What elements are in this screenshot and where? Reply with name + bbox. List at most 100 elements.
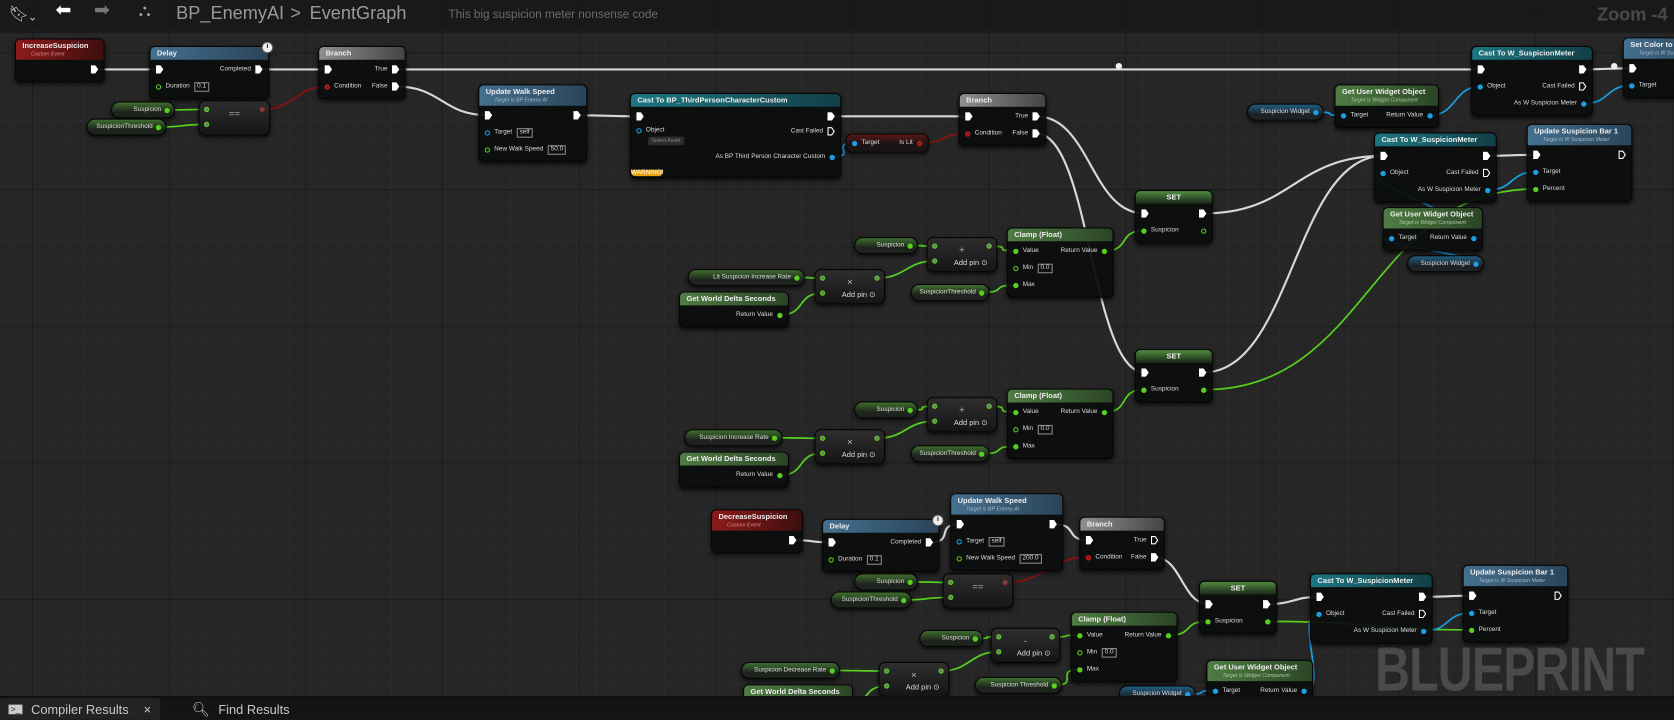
obj-pin[interactable] <box>1469 610 1475 616</box>
exec-pin-icon[interactable] <box>1032 129 1040 138</box>
float-pin[interactable] <box>777 472 783 478</box>
var-suspicion-3[interactable]: Suspicion <box>854 401 919 419</box>
exec-pin-icon[interactable] <box>1199 368 1207 377</box>
float-pin[interactable] <box>956 555 962 562</box>
add-pin-button[interactable]: Add pin ⊙ <box>953 259 988 267</box>
var-widget-2[interactable]: Suspicion Widget <box>1407 255 1484 273</box>
exec-pin-icon[interactable] <box>573 111 581 120</box>
var-suspicion-4[interactable]: Suspicion <box>854 573 919 591</box>
add-1[interactable]: +Add pin ⊙ <box>926 237 998 273</box>
float-pin[interactable] <box>819 450 826 456</box>
exec-pin-icon[interactable] <box>925 538 934 547</box>
exec-pin-icon[interactable] <box>636 112 644 121</box>
float-pin[interactable] <box>932 243 938 249</box>
float-pin[interactable] <box>771 435 778 441</box>
float-pin[interactable] <box>1013 265 1019 271</box>
exec-pin-icon[interactable] <box>255 65 263 74</box>
close-icon[interactable]: × <box>143 701 152 717</box>
float-pin[interactable] <box>948 594 954 600</box>
float-pin[interactable] <box>1201 227 1207 234</box>
float-pin[interactable] <box>948 579 954 586</box>
var-suspicion-1[interactable]: Suspicion <box>111 101 176 119</box>
exec-pin-icon[interactable] <box>1380 151 1388 161</box>
pin-value-input[interactable]: 0.0 <box>1037 263 1053 273</box>
var-suspicion-5[interactable]: Suspicion <box>919 629 984 647</box>
bool-pin[interactable] <box>324 83 330 90</box>
pin-value-input[interactable]: self <box>988 536 1005 547</box>
float-pin[interactable] <box>978 451 985 457</box>
exec-pin-icon[interactable] <box>155 65 164 74</box>
exec-pin-icon[interactable] <box>1205 600 1213 609</box>
float-pin[interactable] <box>972 635 978 642</box>
exec-pin-icon[interactable] <box>828 538 836 547</box>
obj-pin[interactable] <box>1212 688 1219 694</box>
float-pin[interactable] <box>1101 248 1108 254</box>
float-pin[interactable] <box>829 667 835 674</box>
float-pin[interactable] <box>203 106 210 113</box>
float-pin[interactable] <box>155 83 162 90</box>
exec-pin-icon[interactable] <box>1418 609 1427 619</box>
obj-pin[interactable] <box>1313 109 1319 115</box>
obj-pin[interactable] <box>1477 83 1483 90</box>
float-pin[interactable] <box>1141 227 1147 234</box>
multiply-1[interactable]: ×Add pin ⊙ <box>814 269 886 305</box>
pin-value-input[interactable]: 0.1 <box>193 81 210 92</box>
reroute-node[interactable] <box>1611 62 1618 70</box>
exec-pin-icon[interactable] <box>1579 65 1587 74</box>
float-pin[interactable] <box>932 258 938 264</box>
pin-value-input[interactable]: 200.0 <box>1019 553 1042 564</box>
obj-pin[interactable] <box>1533 169 1539 175</box>
float-pin[interactable] <box>978 289 985 296</box>
float-pin[interactable] <box>828 556 834 563</box>
exec-pin-icon[interactable] <box>1477 65 1486 74</box>
obj-pin[interactable] <box>1629 82 1635 89</box>
float-pin[interactable] <box>996 649 1002 655</box>
float-pin[interactable] <box>907 242 913 249</box>
exec-pin-icon[interactable] <box>1418 592 1427 602</box>
exec-pin-icon[interactable] <box>1263 600 1271 609</box>
obj-pin[interactable] <box>1316 611 1322 617</box>
var-threshold-2[interactable]: SuspicionThreshold <box>910 283 990 302</box>
tab-compiler-results[interactable]: >_ Compiler Results × <box>0 698 160 720</box>
float-pin[interactable] <box>874 275 880 281</box>
float-pin[interactable] <box>819 435 826 441</box>
add-pin-button[interactable]: Add pin ⊙ <box>841 451 876 460</box>
obj-pin[interactable] <box>1388 235 1395 241</box>
obj-pin[interactable] <box>636 127 642 133</box>
float-pin[interactable] <box>1013 248 1019 254</box>
float-pin[interactable] <box>1201 387 1207 393</box>
float-pin[interactable] <box>932 418 938 424</box>
exec-pin-icon[interactable] <box>1554 591 1562 600</box>
exec-pin-icon[interactable] <box>1618 150 1626 160</box>
exec-pin-icon[interactable] <box>484 111 493 120</box>
exec-pin-icon[interactable] <box>1150 553 1159 562</box>
exec-pin-icon[interactable] <box>827 112 835 121</box>
float-pin[interactable] <box>203 121 210 128</box>
float-pin[interactable] <box>777 312 783 318</box>
float-pin[interactable] <box>1013 443 1019 449</box>
add-pin-button[interactable]: Add pin ⊙ <box>953 419 988 428</box>
float-pin[interactable] <box>819 275 826 281</box>
forward-arrow-icon[interactable]: ➡ <box>93 0 111 21</box>
float-pin[interactable] <box>1533 186 1539 192</box>
tab-find-results[interactable]: 🔍︎ Find Results <box>184 698 298 719</box>
exec-pin-icon[interactable] <box>827 127 835 136</box>
exec-pin-icon[interactable] <box>1629 64 1637 73</box>
